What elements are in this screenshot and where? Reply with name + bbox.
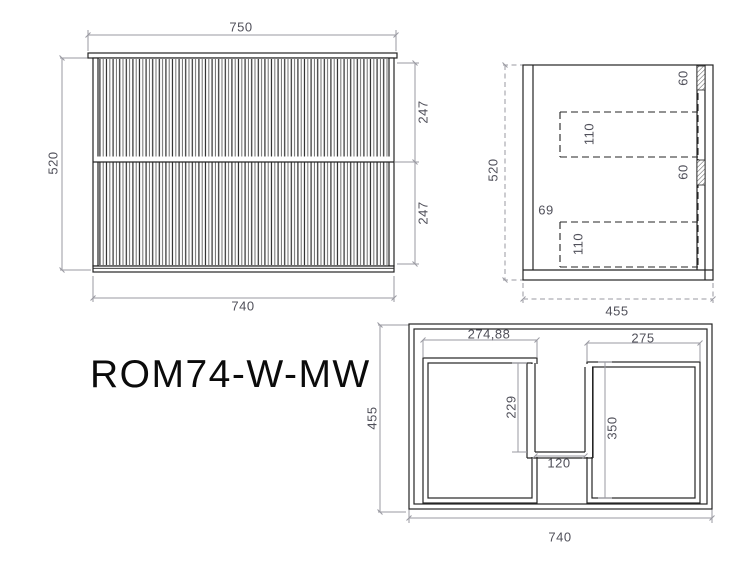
side-drawer-bottom-dim: 110 [570,232,586,256]
side-rail-mid-dim: 60 [675,164,691,180]
plan-drawer-right-depth-dim: 350 [604,416,620,440]
front-view-drawing [59,30,419,302]
front-drawer-bottom-dim: 247 [415,201,431,225]
plan-drawer-left-width-dim: 274,88 [467,326,511,342]
side-depth-dim: 455 [605,303,629,319]
plan-depth-dim: 455 [364,406,380,430]
side-rail-top-dim: 60 [675,70,691,86]
front-width-top-dim: 750 [229,19,253,35]
plan-width-dim: 740 [548,529,572,545]
plan-notch-left-depth-dim: 229 [503,395,519,419]
side-drawer-top-dim: 110 [581,122,597,146]
front-drawer-top-dim: 247 [415,100,431,124]
plan-notch-width-dim: 120 [547,455,571,471]
front-height-dim: 520 [45,151,61,175]
side-offset-dim: 69 [538,202,554,218]
front-width-bottom-dim: 740 [231,298,255,314]
side-view-drawing [502,62,716,303]
side-height-dim: 520 [485,158,501,182]
plan-drawer-right-width-dim: 275 [631,330,655,346]
plan-view-drawing [377,322,715,523]
model-code: ROM74-W-MW [90,353,371,396]
